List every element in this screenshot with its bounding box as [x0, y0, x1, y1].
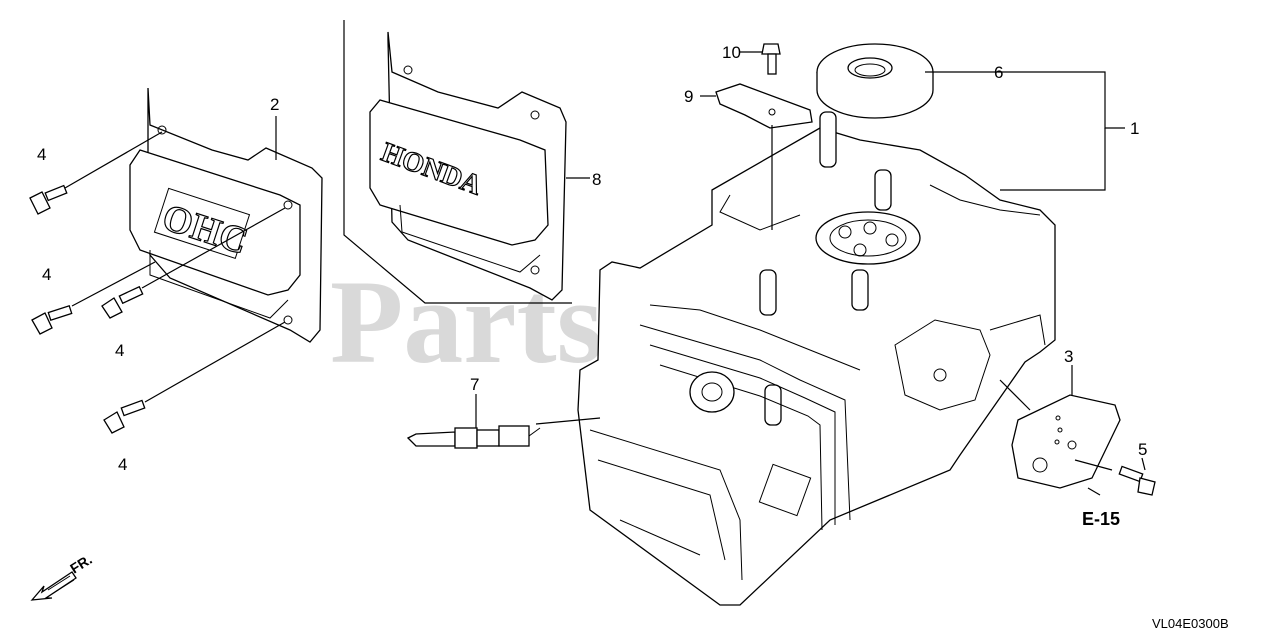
bolt-10 [761, 43, 781, 75]
bolt-4-left [31, 304, 73, 335]
callout-9: 9 [684, 87, 693, 106]
callout-1: 1 [1130, 119, 1139, 138]
callout-4-left: 4 [42, 265, 51, 284]
callout-8: 8 [592, 170, 601, 189]
reference-e15: E-15 [1082, 509, 1120, 529]
callout-4-top: 4 [37, 145, 46, 164]
callout-10: 10 [722, 43, 741, 62]
diagram-code: VL04E0300B [1152, 616, 1229, 631]
bolt-5 [1118, 465, 1156, 496]
callout-2: 2 [270, 95, 279, 114]
callout-5: 5 [1138, 440, 1147, 459]
callout-6: 6 [994, 63, 1003, 82]
plate-9 [715, 83, 813, 129]
bolt-4-bottom [103, 399, 146, 434]
oil-seal [816, 43, 934, 119]
cylinder-block [577, 111, 1056, 606]
front-arrow: FR. [30, 551, 95, 601]
spark-plug [406, 425, 541, 449]
callout-7: 7 [470, 375, 479, 394]
callout-3: 3 [1064, 347, 1073, 366]
callout-4-bottom: 4 [118, 455, 127, 474]
bolt-4-top [29, 184, 68, 215]
rocker-cover-ohc: OHC [129, 87, 323, 343]
group-bracket-line [343, 20, 572, 304]
callout-4-middle: 4 [115, 341, 124, 360]
rocker-cover-honda: HONDA [369, 31, 567, 301]
bolt-4-middle [101, 285, 144, 319]
